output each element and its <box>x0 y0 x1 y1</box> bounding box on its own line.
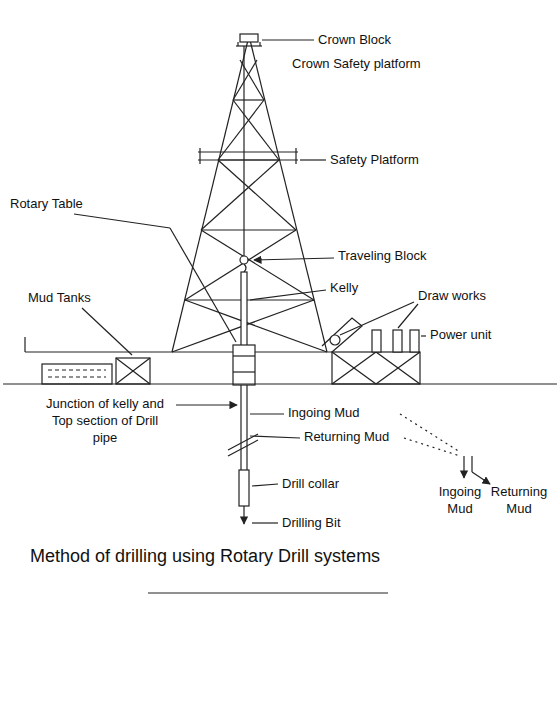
part-label: Mud Tanks <box>28 290 91 307</box>
part-label: Crown Block <box>318 32 391 49</box>
part-label: Safety Platform <box>330 152 419 169</box>
flow-label: Ingoing Mud <box>432 484 488 518</box>
flow-label: Ingoing Mud <box>288 405 360 422</box>
part-label: Kelly <box>330 280 358 297</box>
flow-label: Returning Mud <box>486 484 552 518</box>
part-label: Draw works <box>418 288 486 305</box>
part-label: Traveling Block <box>338 248 426 265</box>
flow-label: Returning Mud <box>304 429 389 446</box>
part-label: Power unit <box>430 327 491 344</box>
part-label: Drill collar <box>282 476 339 493</box>
part-label: Rotary Table <box>10 196 83 213</box>
part-label: Junction of kelly and Top section of Dri… <box>40 396 170 447</box>
part-label: Crown Safety platform <box>292 56 421 73</box>
part-label: Drilling Bit <box>282 515 341 532</box>
figure-caption: Method of drilling using Rotary Drill sy… <box>30 546 380 567</box>
